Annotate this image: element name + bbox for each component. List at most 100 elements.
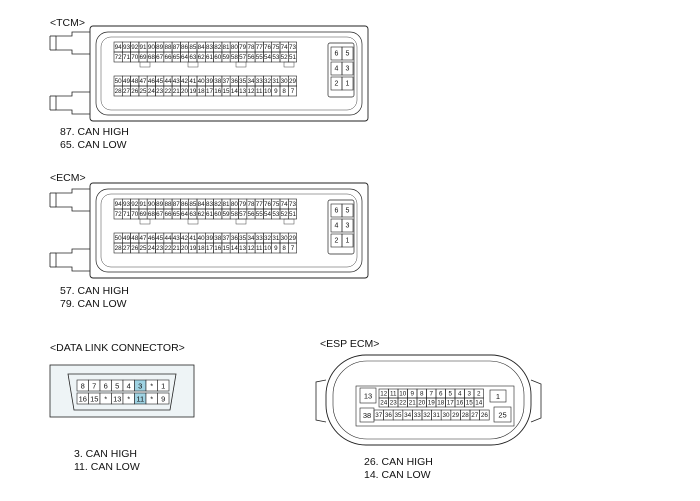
tcm-pin-29: 29 — [289, 78, 297, 85]
ecm-signals: 57. CAN HIGH 79. CAN LOW — [60, 285, 129, 310]
ecm-pin-21: 21 — [173, 245, 181, 252]
ecm-pin-66: 66 — [164, 211, 172, 218]
ecm-pin-14: 14 — [231, 245, 239, 252]
ecm-pin-28: 28 — [115, 245, 123, 252]
ecm-pin-83: 83 — [206, 201, 214, 208]
ecm-pin-78: 78 — [247, 201, 255, 208]
tcm-lock-tab — [55, 31, 90, 55]
dlc-pin-15: 15 — [90, 394, 98, 403]
ecm-key-bump — [187, 218, 199, 225]
tcm-housing — [89, 25, 369, 122]
ecm-pin-67: 67 — [156, 211, 164, 218]
esp-pin-1: 1 — [496, 392, 500, 401]
dlc-pin-6: 6 — [104, 381, 108, 390]
tcm-pin-1: 1 — [346, 80, 350, 87]
esp-pin-14-cell — [473, 397, 484, 408]
ecm-pin-20: 20 — [181, 245, 189, 252]
tcm-housing-inner — [95, 31, 363, 116]
tcm-pin-4: 4 — [335, 65, 339, 72]
esp-can-low: 14. CAN LOW — [364, 468, 431, 481]
esp-pin-2: 2 — [477, 390, 481, 397]
tcm-pin-18: 18 — [198, 88, 206, 95]
ecm-pin-18: 18 — [198, 245, 206, 252]
esp-pin-12: 12 — [380, 390, 388, 397]
ecm-pin-56: 56 — [247, 211, 255, 218]
esp-pin-34: 34 — [404, 412, 412, 419]
tcm-pin-62: 62 — [198, 54, 206, 61]
ecm-pin-31: 31 — [272, 235, 280, 242]
ecm-pin-3-cell — [341, 218, 354, 233]
ecm-pin-80: 80 — [231, 201, 239, 208]
ecm-pin-54: 54 — [264, 211, 272, 218]
esp-pin-26-cell — [479, 409, 490, 421]
esp-pin-29: 29 — [452, 412, 460, 419]
tcm-pin-39: 39 — [206, 78, 214, 85]
ecm-pin-25: 25 — [140, 245, 148, 252]
tcm-pin-90: 90 — [148, 44, 156, 51]
dlc-pin-13: 13 — [113, 394, 121, 403]
tcm-pin-93: 93 — [123, 44, 131, 51]
tcm-pin-17: 17 — [206, 88, 214, 95]
esp-pin-17: 17 — [447, 399, 455, 406]
tcm-pin-94: 94 — [115, 44, 123, 51]
ecm-pin-33: 33 — [256, 235, 264, 242]
ecm-key-bump — [139, 218, 151, 225]
tcm-pin-34: 34 — [247, 78, 255, 85]
tcm-pin-82: 82 — [214, 44, 222, 51]
ecm-can-high: 57. CAN HIGH — [60, 285, 129, 297]
tcm-pin-25: 25 — [140, 88, 148, 95]
esp-pin-33: 33 — [414, 412, 422, 419]
esp-pin-20: 20 — [418, 399, 426, 406]
esp-pin-16: 16 — [456, 399, 464, 406]
ecm-pin-92: 92 — [131, 201, 139, 208]
ecm-pin-8: 8 — [282, 245, 286, 252]
ecm-pin-17: 17 — [206, 245, 214, 252]
esp-pin-23: 23 — [390, 399, 398, 406]
tcm-pin-38: 38 — [214, 78, 222, 85]
tcm-pin-3: 3 — [346, 65, 350, 72]
tcm-pin-13: 13 — [239, 88, 247, 95]
ecm-pin-16: 16 — [214, 245, 222, 252]
esp-pin-28: 28 — [462, 412, 470, 419]
tcm-pin-7: 7 — [291, 88, 295, 95]
dlc-pin-9-cell — [157, 392, 170, 405]
tcm-pin-32: 32 — [264, 78, 272, 85]
dlc-pin-16: 16 — [79, 394, 87, 403]
tcm-pin-69: 69 — [140, 54, 148, 61]
tcm-pin-63: 63 — [189, 54, 197, 61]
tcm-pin-83: 83 — [206, 44, 214, 51]
tcm-pin-75: 75 — [272, 44, 280, 51]
ecm-pin-35: 35 — [239, 235, 247, 242]
tcm-pin-40: 40 — [198, 78, 206, 85]
ecm-pin-87: 87 — [173, 201, 181, 208]
tcm-pin-6: 6 — [335, 50, 339, 57]
esp-pin-10: 10 — [399, 390, 407, 397]
tcm-pin-7-cell — [287, 85, 297, 97]
ecm-pin-49: 49 — [123, 235, 131, 242]
tcm-pin-44: 44 — [164, 78, 172, 85]
dlc-pin-1: 1 — [161, 381, 165, 390]
tcm-pin-47: 47 — [140, 78, 148, 85]
ecm-pin-10: 10 — [264, 245, 272, 252]
ecm-housing-rim — [100, 193, 358, 268]
esp-pin-22: 22 — [399, 399, 407, 406]
tcm-pin-91: 91 — [140, 44, 148, 51]
ecm-pin-22: 22 — [164, 245, 172, 252]
ecm-can-low: 79. CAN LOW — [60, 297, 127, 310]
tcm-pin-80: 80 — [231, 44, 239, 51]
tcm-pin-46: 46 — [148, 78, 156, 85]
esp-pin-13-cell — [359, 387, 377, 404]
ecm-pin-84: 84 — [198, 201, 206, 208]
tcm-pin-67: 67 — [156, 54, 164, 61]
ecm-pin-47: 47 — [140, 235, 148, 242]
esp-pin-21: 21 — [409, 399, 417, 406]
esp-pin-25-cell — [493, 406, 512, 423]
tcm-pin-52: 52 — [281, 54, 289, 61]
esp-pin-25: 25 — [498, 410, 506, 419]
ecm-pin-5: 5 — [346, 207, 350, 214]
ecm-pin-69: 69 — [140, 211, 148, 218]
tcm-pin-76: 76 — [264, 44, 272, 51]
ecm-pin-65: 65 — [173, 211, 181, 218]
